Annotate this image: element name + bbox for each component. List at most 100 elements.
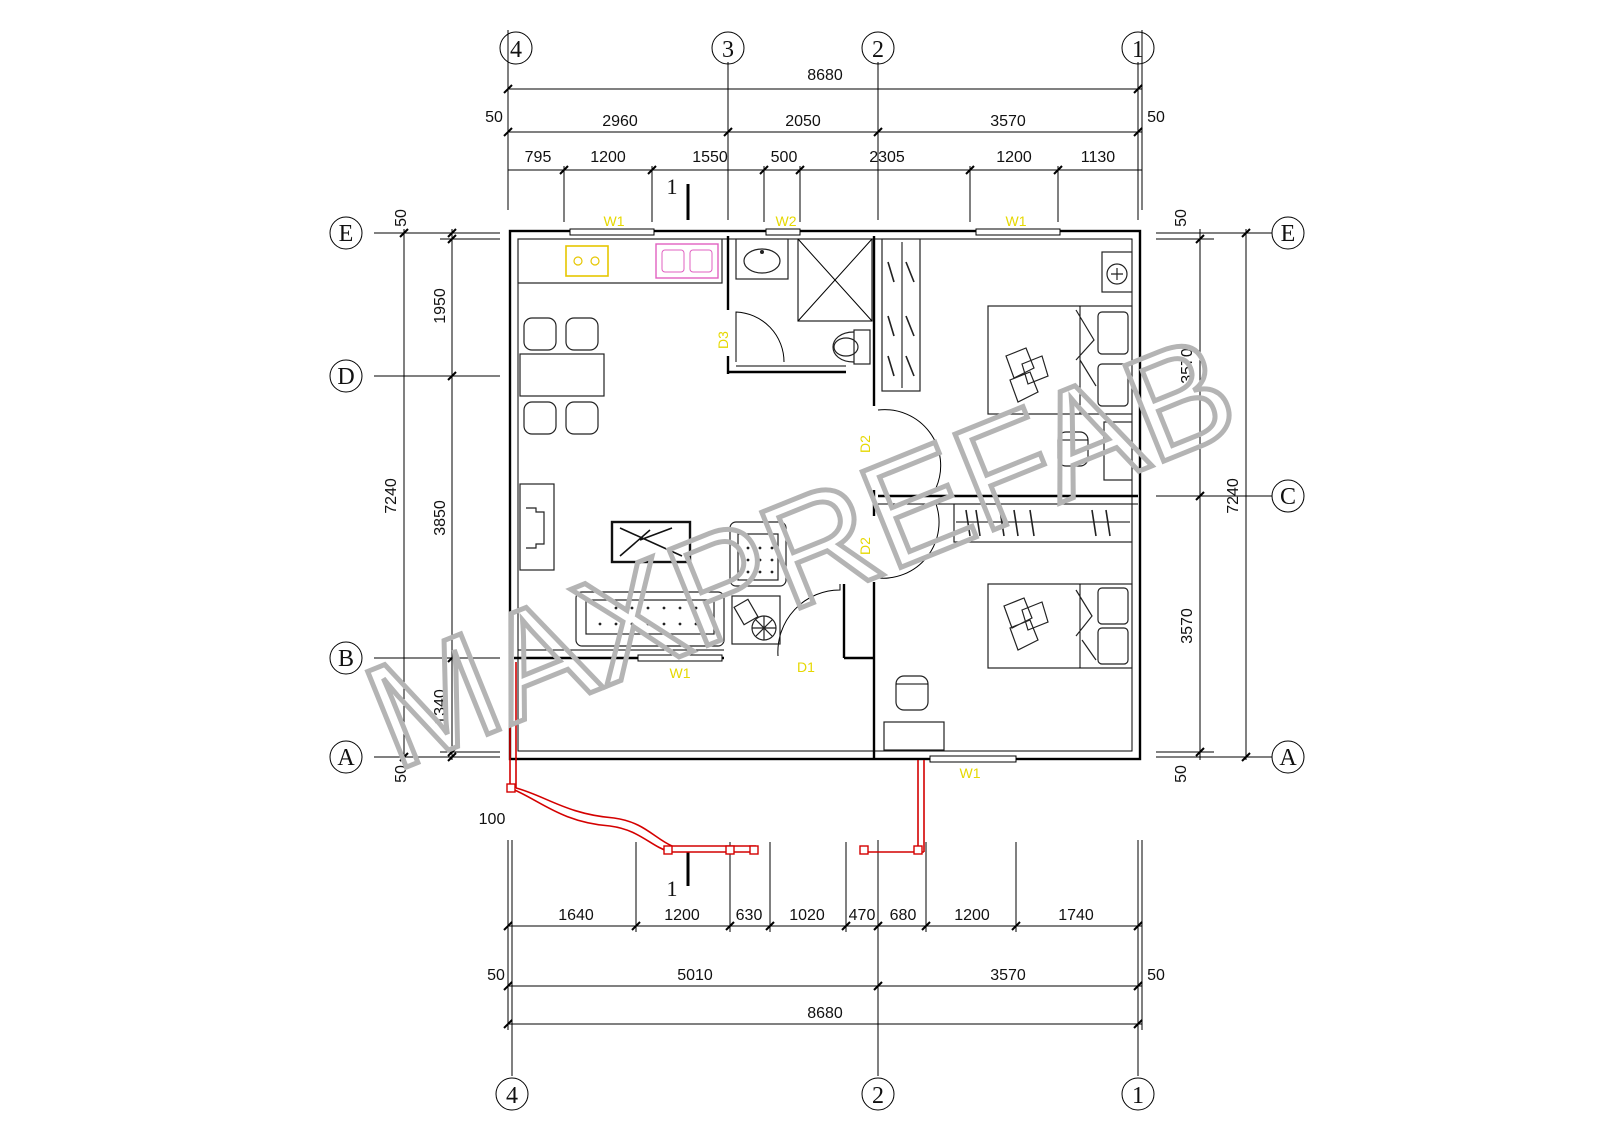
- windows: [569, 228, 1061, 763]
- left-detail-dim: 50: [393, 209, 410, 227]
- bottom-edge-left-dim: 50: [487, 967, 505, 984]
- top-edge-right-dim: 50: [1147, 109, 1165, 126]
- right-dimensions: 50 3570 3570 50 7240: [1156, 209, 1272, 783]
- door-swings: [735, 311, 942, 657]
- shower-icon: [797, 238, 873, 322]
- axis-bubbles: 4 3 2 1 4 2 1 E: [329, 31, 1305, 1111]
- left-detail-dim: 3850: [432, 500, 449, 536]
- axis-bubble-top-4: 4: [499, 31, 533, 65]
- kitchen-counter: [517, 238, 723, 284]
- window-label: W1: [670, 665, 691, 681]
- watermark: MAXPREFAB: [341, 300, 1259, 804]
- top-detail-dim: 500: [771, 149, 798, 166]
- svg-text:2: 2: [872, 37, 884, 63]
- axis-bubble-left-B: B: [329, 641, 363, 675]
- top-mid-dim: 3570: [990, 113, 1026, 130]
- door-label: D2: [857, 435, 873, 453]
- bottom-detail-dim: 630: [736, 907, 763, 924]
- top-detail-dim: 1130: [1081, 149, 1116, 166]
- toilet-icon: [832, 329, 871, 365]
- sink-icon: [655, 243, 719, 279]
- left-detail-dim: 50: [393, 765, 410, 783]
- svg-text:1: 1: [1132, 37, 1144, 63]
- svg-text:2: 2: [872, 1083, 884, 1109]
- path-offset-dim: 100: [479, 811, 506, 828]
- section-mark-top: 1: [667, 174, 690, 220]
- svg-text:D: D: [337, 364, 354, 390]
- bottom-mid-dim: 3570: [990, 967, 1026, 984]
- top-dimensions: 8680 50 50 2960 2050 3570 795 1200 1550 …: [485, 30, 1165, 222]
- section-mark-bottom: 1: [667, 852, 690, 901]
- watermark-text: MAXPREFAB: [344, 302, 1257, 801]
- chair-icon: [895, 675, 929, 711]
- armchair-icon: [729, 521, 787, 587]
- svg-text:A: A: [337, 745, 355, 771]
- bottom-detail-dim: 1740: [1058, 907, 1094, 924]
- window-label: W2: [776, 213, 797, 229]
- plant-icon: [731, 595, 781, 645]
- svg-text:3: 3: [722, 37, 734, 63]
- svg-text:1: 1: [667, 876, 678, 901]
- svg-text:E: E: [1281, 221, 1296, 247]
- bottom-detail-dim: 680: [890, 907, 917, 924]
- right-total-dim: 7240: [1225, 478, 1242, 514]
- top-detail-dim: 1200: [996, 149, 1032, 166]
- axis-bubble-top-1: 1: [1121, 31, 1155, 65]
- bottom-detail-dim: 470: [849, 907, 876, 924]
- coffee-table-icon: [610, 520, 692, 564]
- washbasin-icon: [735, 238, 789, 280]
- bottom-detail-dim: 1200: [954, 907, 990, 924]
- door-label: D3: [715, 331, 731, 349]
- dining-table-icon: [519, 317, 605, 435]
- axis-bubble-right-A: A: [1271, 740, 1305, 774]
- axis-bubble-right-C: C: [1271, 479, 1305, 513]
- left-dimensions: 7240 50 1950 3850 1340 50: [374, 209, 500, 783]
- window-label: W1: [960, 765, 981, 781]
- bed-icon: [987, 305, 1133, 415]
- svg-text:4: 4: [506, 1083, 518, 1109]
- svg-text:4: 4: [510, 37, 522, 63]
- right-detail-dim: 50: [1173, 209, 1190, 227]
- window-label: W1: [604, 213, 625, 229]
- right-detail-dim: 50: [1173, 765, 1190, 783]
- axis-bubble-left-A: A: [329, 740, 363, 774]
- bottom-total-dim: 8680: [807, 1005, 843, 1022]
- left-detail-dim: 1340: [432, 689, 449, 725]
- right-detail-dim: 3570: [1179, 608, 1196, 644]
- top-mid-dim: 2050: [785, 113, 821, 130]
- svg-text:C: C: [1280, 484, 1296, 510]
- desk-icon: [1103, 421, 1133, 481]
- sofa-icon: [575, 591, 725, 647]
- bottom-detail-dim: 1020: [789, 907, 825, 924]
- axis-bubble-bottom-4: 4: [495, 1077, 529, 1111]
- axis-bubble-left-E: E: [329, 216, 363, 250]
- door-label: D2: [857, 537, 873, 555]
- desk-icon: [883, 721, 945, 751]
- chair-icon: [1057, 431, 1089, 467]
- wardrobe-icon: [953, 503, 1133, 543]
- bottom-mid-dim: 5010: [677, 967, 713, 984]
- bottom-edge-right-dim: 50: [1147, 967, 1165, 984]
- svg-text:A: A: [1279, 745, 1297, 771]
- axis-bubble-top-3: 3: [711, 31, 745, 65]
- top-edge-left-dim: 50: [485, 109, 503, 126]
- washing-machine-icon: [1101, 251, 1133, 293]
- svg-text:1: 1: [667, 174, 678, 199]
- axis-bubble-left-D: D: [329, 359, 363, 393]
- door-label: D1: [797, 659, 815, 675]
- top-detail-dim: 1200: [590, 149, 626, 166]
- bottom-dimensions: 1640 1200 630 1020 470 680 1200 1740 50 …: [487, 840, 1165, 1076]
- top-mid-dim: 2960: [602, 113, 638, 130]
- bottom-detail-dim: 1640: [558, 907, 594, 924]
- svg-text:E: E: [339, 221, 354, 247]
- window-label: W1: [1006, 213, 1027, 229]
- tv-unit-icon: [519, 483, 555, 571]
- wardrobe-icon: [881, 238, 921, 392]
- axis-bubble-top-2: 2: [861, 31, 895, 65]
- svg-text:1: 1: [1132, 1083, 1144, 1109]
- top-detail-dim: 1550: [692, 149, 728, 166]
- left-detail-dim: 1950: [432, 288, 449, 324]
- axis-bubble-bottom-2: 2: [861, 1077, 895, 1111]
